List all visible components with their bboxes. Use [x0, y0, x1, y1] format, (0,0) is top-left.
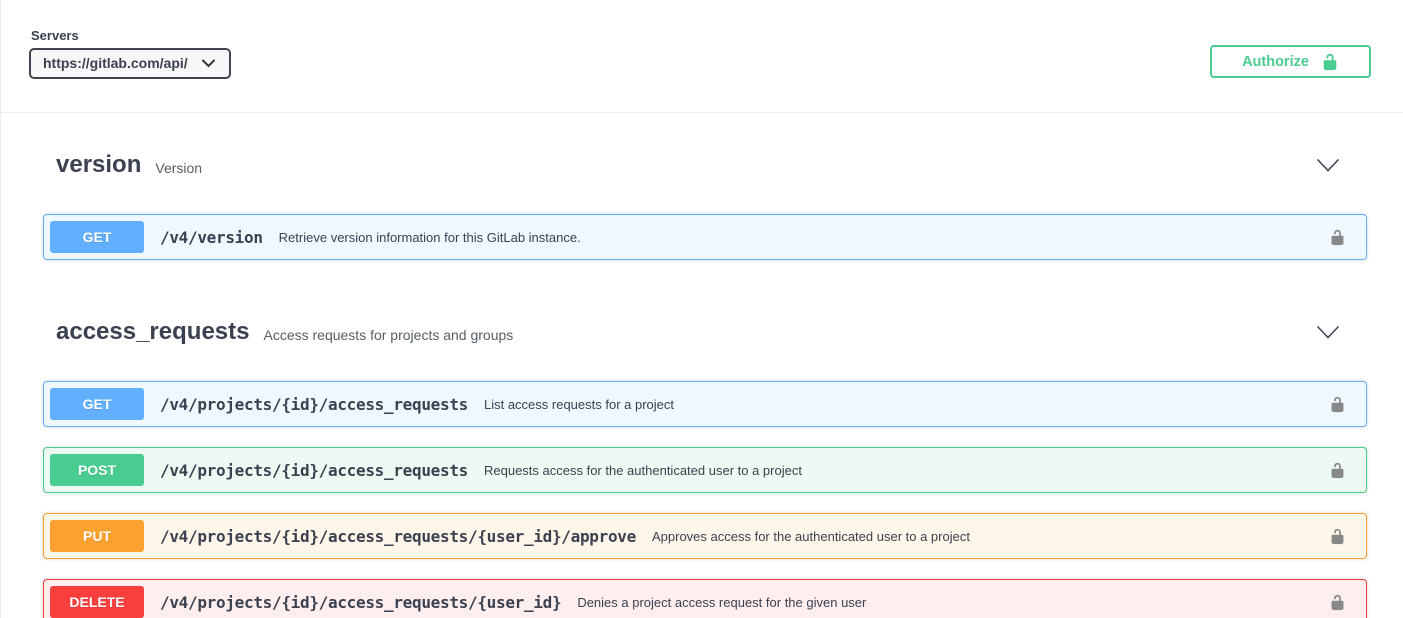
method-badge: PUT — [50, 520, 144, 552]
section-title: version — [56, 151, 141, 179]
operation-path: /v4/projects/{id}/access_requests — [160, 395, 468, 414]
opblock-post-access-requests[interactable]: POST /v4/projects/{id}/access_requests R… — [43, 447, 1367, 493]
operation-description: List access requests for a project — [484, 397, 674, 412]
scheme-container: Servers https://gitlab.com/api/ Authoriz… — [1, 0, 1403, 113]
operation-path: /v4/projects/{id}/access_requests — [160, 461, 468, 480]
authorize-label: Authorize — [1242, 54, 1309, 70]
auth-lock-button[interactable] — [1325, 392, 1350, 417]
section-subtitle: Version — [155, 154, 202, 176]
method-badge: GET — [50, 221, 144, 253]
chevron-down-icon[interactable] — [1317, 326, 1339, 339]
opblock-put-access-request-approve[interactable]: PUT /v4/projects/{id}/access_requests/{u… — [43, 513, 1367, 559]
chevron-down-icon — [202, 59, 215, 68]
auth-lock-button[interactable] — [1325, 524, 1350, 549]
auth-lock-button[interactable] — [1325, 590, 1350, 615]
section-access-requests: access_requests Access requests for proj… — [43, 280, 1367, 618]
method-badge: GET — [50, 388, 144, 420]
server-select-value: https://gitlab.com/api/ — [43, 55, 188, 71]
opblock-get-access-requests[interactable]: GET /v4/projects/{id}/access_requests Li… — [43, 381, 1367, 427]
operation-description: Approves access for the authenticated us… — [652, 529, 970, 544]
unlock-icon — [1329, 229, 1346, 246]
operation-description: Denies a project access request for the … — [577, 595, 866, 610]
section-header-access-requests[interactable]: access_requests Access requests for proj… — [43, 316, 1367, 348]
operation-path: /v4/projects/{id}/access_requests/{user_… — [160, 527, 636, 546]
operation-description: Retrieve version information for this Gi… — [279, 230, 581, 245]
auth-lock-button[interactable] — [1325, 458, 1350, 483]
opblock-get-version[interactable]: GET /v4/version Retrieve version informa… — [43, 214, 1367, 260]
method-badge: POST — [50, 454, 144, 486]
unlock-icon — [1321, 53, 1339, 71]
section-subtitle: Access requests for projects and groups — [263, 321, 513, 343]
section-title: access_requests — [56, 318, 249, 346]
api-operations: version Version GET /v4/version Retrieve… — [1, 113, 1403, 618]
servers-block: Servers https://gitlab.com/api/ — [29, 24, 231, 79]
operation-path: /v4/version — [160, 228, 263, 247]
unlock-icon — [1329, 528, 1346, 545]
section-version: version Version GET /v4/version Retrieve… — [43, 113, 1367, 260]
authorize-button[interactable]: Authorize — [1210, 45, 1371, 78]
unlock-icon — [1329, 462, 1346, 479]
unlock-icon — [1329, 396, 1346, 413]
operation-path: /v4/projects/{id}/access_requests/{user_… — [160, 593, 561, 612]
unlock-icon — [1329, 594, 1346, 611]
auth-lock-button[interactable] — [1325, 225, 1350, 250]
method-badge: DELETE — [50, 586, 144, 618]
opblock-delete-access-request[interactable]: DELETE /v4/projects/{id}/access_requests… — [43, 579, 1367, 618]
servers-label: Servers — [31, 28, 231, 43]
chevron-down-icon[interactable] — [1317, 159, 1339, 172]
operation-description: Requests access for the authenticated us… — [484, 463, 802, 478]
server-select[interactable]: https://gitlab.com/api/ — [29, 48, 231, 79]
section-header-version[interactable]: version Version — [43, 149, 1367, 181]
